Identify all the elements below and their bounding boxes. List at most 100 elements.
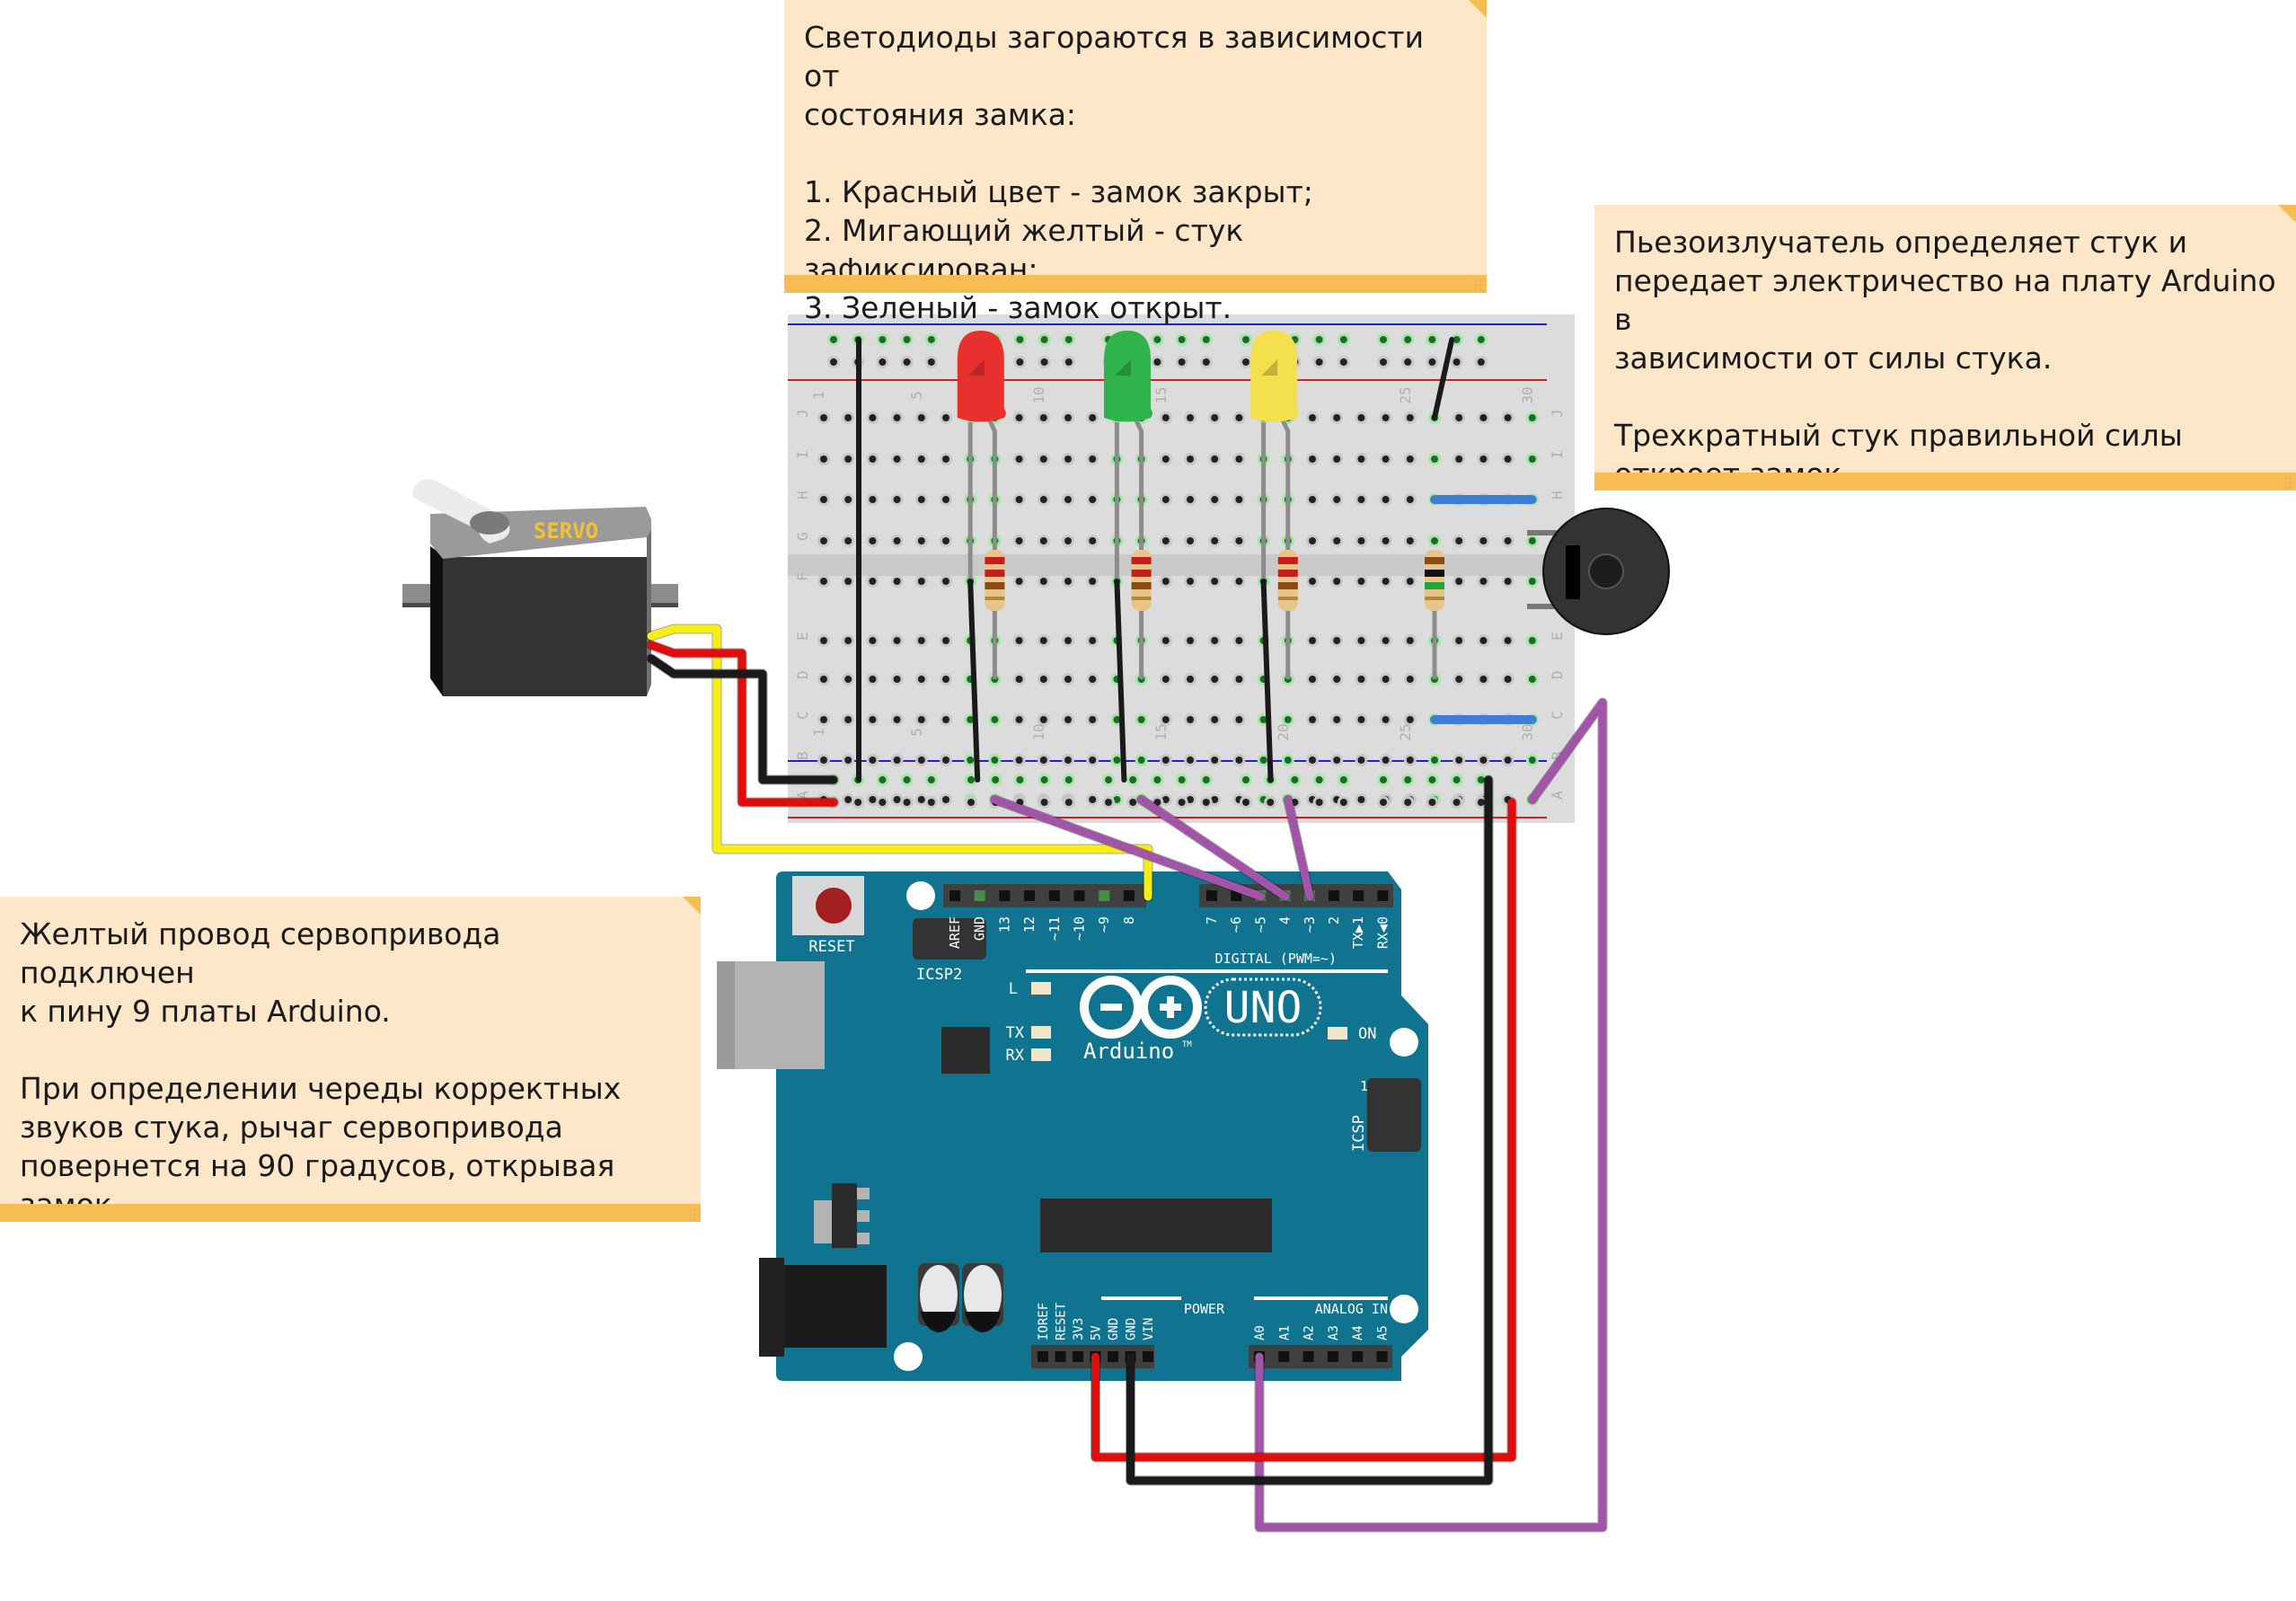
breadboard-hole-center [1187,796,1194,803]
resistor [985,550,1005,611]
breadboard-hole-center [820,456,827,463]
voltage-regulator [832,1183,857,1248]
breadboard-hole-center [1528,676,1536,683]
breadboard-hole-center [844,756,852,764]
header-pin [974,890,985,901]
power-pin-label: 3V3 [1072,1318,1086,1340]
breadboard-hole-center [1357,496,1365,503]
breadboard-hole-center [1039,496,1047,503]
led-red [957,331,1006,422]
breadboard-hole-center [917,496,925,503]
header-pin [1303,1351,1314,1362]
resize-grip-icon[interactable] [2283,476,2292,489]
breadboard-hole-center [1380,799,1387,806]
usb-connector-edge [717,961,735,1069]
breadboard-hole-center [1235,456,1243,463]
row-letter-label: I [1549,450,1566,459]
breadboard-hole-center [1333,456,1341,463]
led-die [967,359,985,376]
row-letter-label: F [794,572,811,581]
note-fold-corner [683,897,701,915]
breadboard-hole-center [893,676,901,683]
note-footer-bar [0,1204,701,1222]
breadboard-hole-center [1187,537,1194,544]
breadboard-hole-center [1504,456,1512,463]
breadboard-hole-center [1455,456,1463,463]
breadboard-hole-center [1113,796,1121,803]
breadboard-hole-center [1235,756,1243,764]
breadboard-hole-center [1064,716,1072,723]
breadboard-hole-center [942,756,949,764]
breadboard-hole-center [942,716,949,723]
breadboard-hole-center [1357,796,1365,803]
logo-left-loop [1080,976,1143,1039]
breadboard-hole-center [1428,776,1436,783]
resistor-band [1131,582,1152,589]
note-servo-text: Желтый провод сервопривода подключен к п… [20,916,622,1222]
digital-pin-label: ~3 [1302,916,1318,933]
resize-grip-icon[interactable] [688,1207,697,1220]
capacitor [918,1263,959,1332]
breadboard-hole-center [820,637,827,644]
breadboard-hole-center [879,336,887,343]
header-pin [1143,1351,1153,1362]
breadboard-hole-center [869,637,877,644]
wire-black-piezo-ground [1432,337,1455,420]
resize-grip-icon[interactable] [1474,279,1483,291]
row-letter-label: C [1549,711,1566,720]
breadboard-hole-center [917,537,925,544]
breadboard-hole-center [869,496,877,503]
breadboard-hole-center [1187,756,1194,764]
breadboard-hole-center [1202,358,1210,366]
breadboard-hole-center [1039,637,1047,644]
breadboard-hole-center [893,456,901,463]
breadboard-hole-center [1479,578,1488,585]
breadboard-hole-center [1178,799,1186,806]
reset-button-cap[interactable] [816,888,852,924]
row-letter-label: D [1549,670,1566,679]
breadboard-hole-center [1178,776,1186,783]
breadboard-hole-center [967,799,975,806]
header-pin [1353,890,1364,901]
analog-pin-label: A4 [1351,1325,1365,1340]
power-pin-label: RESET [1055,1302,1069,1340]
column-number-label: 10 [1030,386,1047,403]
breadboard-hole-center [942,496,949,503]
breadboard-hole-center [1064,537,1072,544]
power-pin-label: IOREF [1037,1303,1051,1340]
breadboard-hole-center [1406,414,1414,421]
header-pin [1377,890,1389,901]
power-pin-label: GND [1107,1318,1121,1340]
led-leg [1279,416,1291,581]
breadboard-hole-center [1504,578,1512,585]
led-l [1031,982,1051,995]
breadboard-hole-center [1406,456,1414,463]
dc-power-jack-front [759,1258,784,1357]
breadboard-hole-center [1015,676,1023,683]
breadboard-hole-center [1039,578,1047,585]
breadboard-hole-center [1339,336,1347,343]
breadboard-hole-center [927,358,935,366]
breadboard-hole-center [1235,676,1243,683]
power-pin-label: GND [1125,1318,1139,1340]
reset-label: RESET [808,938,854,956]
breadboard-hole-center [1309,456,1316,463]
column-number-label: 15 [1152,723,1170,740]
breadboard-hole-center [1339,358,1347,366]
header-pin [1123,890,1135,901]
breadboard-hole-center [1161,756,1170,764]
breadboard-hole-center [991,756,999,764]
header-pin [1099,890,1110,901]
breadboard-hole-center [1339,776,1347,783]
breadboard-hole-center [1315,799,1323,806]
column-number-label: 5 [908,728,925,737]
header-pin [999,890,1011,901]
breadboard-hole-center [1235,414,1243,421]
power-label: POWER [1184,1301,1225,1317]
breadboard-hole-center [820,756,827,764]
breadboard-hole-center [1315,336,1323,343]
breadboard-hole-center [1235,637,1243,644]
wire-black-ground [1260,579,1274,783]
